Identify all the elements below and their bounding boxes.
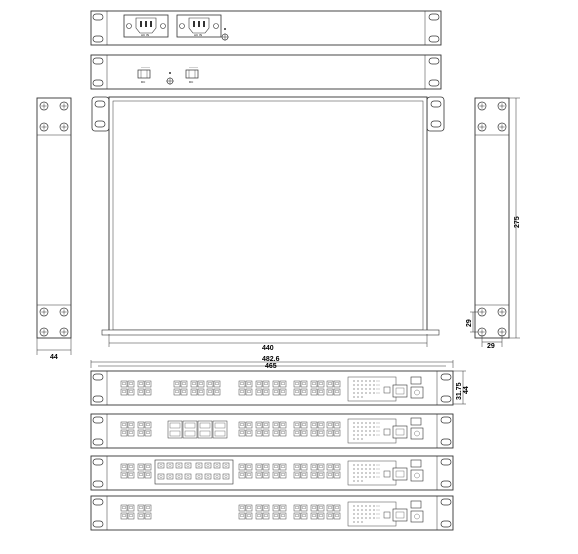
- dc-terminal-right: ——— DC: [185, 65, 199, 84]
- dc-label-2: DC: [189, 80, 194, 84]
- dc-label-1: DC: [141, 80, 146, 84]
- dim-side-height: 44: [50, 354, 58, 361]
- dim-ear-offset: 29: [466, 319, 473, 327]
- front-view-variant-d: [90, 495, 454, 531]
- rear-view-ac: AC IN AC IN: [90, 10, 442, 46]
- dim-chassis-width: 440: [262, 345, 274, 352]
- rear-view-dc: ——— DC ——— DC: [90, 54, 442, 90]
- svg-text:———: ———: [141, 65, 150, 69]
- dim-hole-pitch: 31.75: [456, 382, 463, 400]
- psu-label-2: AC IN: [194, 33, 202, 37]
- psu-label-1: AC IN: [141, 33, 149, 37]
- dc-ground-icon: [166, 72, 174, 85]
- svg-text:———: ———: [189, 65, 198, 69]
- front-view-variant-c: [90, 455, 454, 491]
- front-view-variant-a: [90, 370, 454, 406]
- dim-rack-height: 44: [463, 386, 470, 394]
- dim-side-depth: 275: [514, 216, 521, 228]
- right-side-view: 275 29 29: [466, 97, 521, 350]
- front-dimension-lines: 482.6 465 31.75 44: [90, 356, 470, 405]
- dim-front-mount: 465: [265, 363, 277, 370]
- ground-screw-icon: [221, 28, 229, 41]
- dim-front-outer: 482.6: [262, 356, 280, 363]
- dc-terminal-left: ——— DC: [137, 65, 151, 84]
- ac-inlet-left: AC IN: [123, 14, 169, 38]
- front-view-variant-b: [90, 413, 454, 449]
- left-side-view: 44: [36, 97, 72, 361]
- top-view: 440: [91, 96, 445, 352]
- dim-ear-depth: 29: [487, 343, 495, 350]
- ac-inlet-right: AC IN: [176, 14, 222, 38]
